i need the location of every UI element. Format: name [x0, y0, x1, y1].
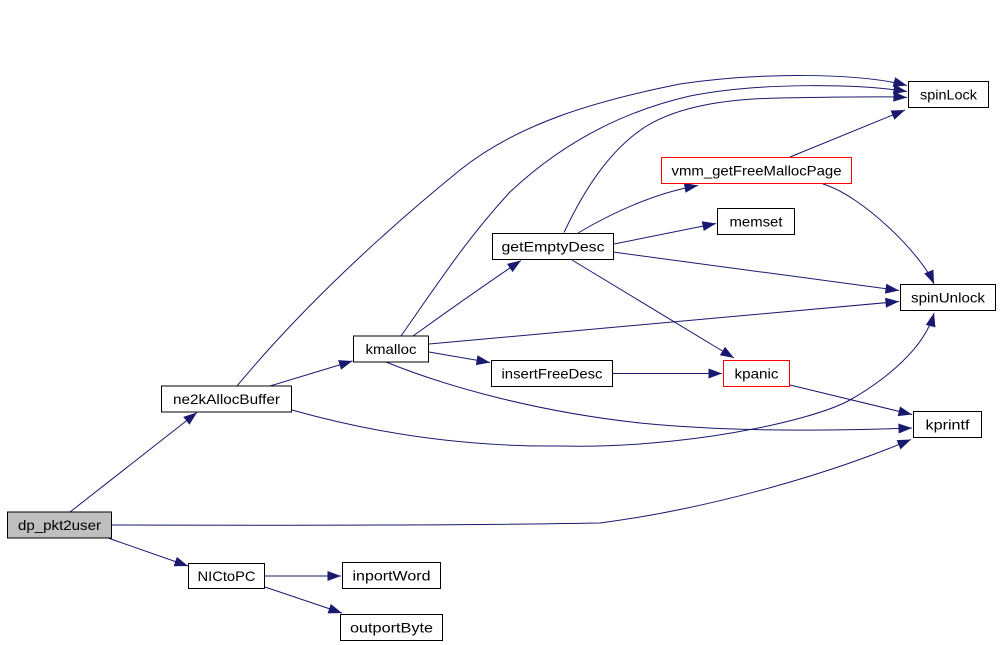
svg-text:NICtoPC: NICtoPC	[198, 568, 256, 584]
svg-text:kmalloc: kmalloc	[366, 341, 417, 357]
svg-text:outportByte: outportByte	[350, 620, 433, 636]
svg-text:insertFreeDesc: insertFreeDesc	[502, 366, 603, 382]
svg-text:ne2kAllocBuffer: ne2kAllocBuffer	[173, 391, 280, 407]
svg-text:dp_pkt2user: dp_pkt2user	[18, 517, 101, 533]
svg-text:kprintf: kprintf	[926, 417, 970, 433]
svg-text:getEmptyDesc: getEmptyDesc	[502, 239, 605, 255]
svg-text:kpanic: kpanic	[735, 366, 779, 382]
svg-text:memset: memset	[730, 214, 783, 230]
svg-text:spinLock: spinLock	[920, 87, 978, 103]
svg-text:vmm_getFreeMallocPage: vmm_getFreeMallocPage	[672, 163, 842, 179]
svg-text:spinUnlock: spinUnlock	[911, 290, 986, 306]
svg-text:inportWord: inportWord	[353, 568, 431, 584]
